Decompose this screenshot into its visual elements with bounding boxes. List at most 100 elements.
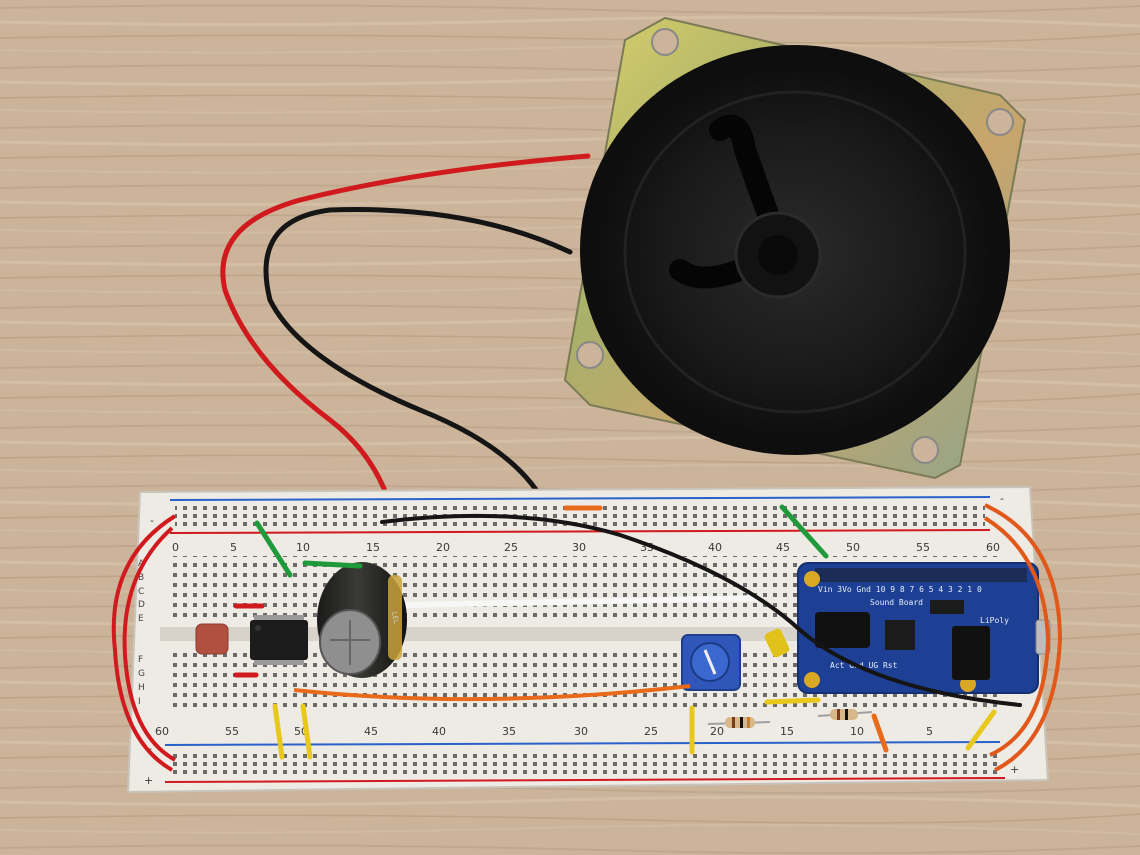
board-mount-hole — [804, 571, 820, 587]
lipoly-connector — [952, 626, 990, 680]
speaker-mount-hole — [911, 436, 939, 464]
orange-jumper-wire — [983, 516, 1051, 757]
ic-body — [250, 620, 308, 660]
resistor-band — [747, 717, 750, 728]
yellow-jumper-wire — [272, 703, 285, 760]
yellow-jumper-wire — [965, 709, 997, 751]
col-num: 55 — [225, 725, 239, 738]
resistor — [817, 709, 873, 720]
col-num: 0 — [172, 541, 179, 554]
red-jumper-wire — [122, 526, 176, 762]
col-num: 5 — [230, 541, 237, 554]
red-jumper-wire — [111, 514, 177, 772]
resistor-band — [845, 709, 848, 720]
rail-plus-sign: + — [1010, 763, 1019, 776]
orange-jumper-wire-long — [293, 684, 691, 702]
col-num: 60 — [155, 725, 169, 738]
resistor — [707, 717, 771, 728]
row-letter: D — [138, 600, 145, 610]
speaker-mount-hole — [986, 108, 1014, 136]
rail-minus-sign: - — [1000, 492, 1004, 505]
cap-stripe — [388, 575, 402, 660]
rail-holes-bottom — [172, 750, 997, 775]
ic-notch — [255, 625, 261, 631]
speaker-terminal-lead — [669, 259, 751, 289]
col-num: 5 — [926, 725, 933, 738]
rail-line-red-top — [169, 529, 991, 534]
speaker-center — [758, 235, 798, 275]
audio-chip — [885, 620, 915, 650]
rail-minus-sign: - — [150, 514, 154, 527]
rail-line-blue-bottom — [164, 741, 1001, 746]
col-num: 10 — [296, 541, 310, 554]
row-letter: F — [138, 655, 143, 665]
board-mount-hole — [804, 672, 820, 688]
row-letter: H — [138, 683, 145, 693]
board-lipoly-label: LiPoly — [980, 616, 1009, 625]
speaker-cone-ring — [623, 90, 967, 414]
speaker-black-wire — [263, 207, 573, 513]
row-letter: I — [138, 697, 141, 707]
electrolytic-capacitor: LEL — [317, 562, 407, 678]
ic-pins-bottom — [254, 660, 304, 665]
col-num: 55 — [916, 541, 930, 554]
col-num: 15 — [366, 541, 380, 554]
col-num: 50 — [846, 541, 860, 554]
board-pin-labels-top: Vin 3Vo Gnd 10 9 8 7 6 5 4 3 2 1 0 — [818, 585, 982, 594]
rail-plus-sign: + — [144, 774, 153, 787]
col-num: 35 — [502, 725, 516, 738]
col-num: 15 — [780, 725, 794, 738]
amplifier-ic — [250, 615, 308, 665]
row-letter: B — [138, 573, 144, 583]
yellow-jumper-wire — [764, 697, 821, 705]
ic-pins-top — [254, 615, 304, 620]
green-jumper-wire — [254, 520, 293, 578]
col-num: 30 — [574, 725, 588, 738]
col-num: 10 — [850, 725, 864, 738]
sound-board: Vin 3Vo Gnd 10 9 8 7 6 5 4 3 2 1 0 Sound… — [797, 562, 1051, 694]
col-num: 25 — [504, 541, 518, 554]
speaker-terminal-lead — [709, 114, 781, 231]
black-jumper-wire-long — [380, 513, 1022, 707]
green-jumper-wire — [302, 560, 363, 569]
speaker — [563, 16, 1027, 480]
board-pin-labels-bottom: Act Gnd UG Rst — [830, 661, 898, 670]
row-letter: C — [138, 587, 144, 597]
resistor-band — [837, 709, 840, 720]
orange-jumper-wire — [984, 503, 1063, 772]
col-num: 30 — [572, 541, 586, 554]
speaker-mount-hole — [651, 28, 679, 56]
rail-line-blue-top — [169, 496, 991, 501]
col-num: 20 — [710, 725, 724, 738]
rail-line-red-bottom — [164, 777, 1006, 783]
board-title: Sound Board — [870, 598, 923, 607]
rail-minus-sign: - — [148, 742, 152, 755]
pin-strip — [815, 568, 1027, 582]
memory-chip — [930, 600, 964, 614]
col-num: 45 — [364, 725, 378, 738]
col-num: 40 — [432, 725, 446, 738]
small-yellow-capacitor — [764, 628, 790, 658]
col-num: 25 — [644, 725, 658, 738]
white-wire — [402, 595, 763, 608]
column-numbers-top: 0 5 10 15 20 25 30 35 40 45 50 55 60 — [172, 541, 1000, 554]
speaker-mount-hole — [576, 341, 604, 369]
orange-jumper-wire-short — [871, 713, 889, 753]
cap-vent — [330, 620, 370, 665]
audio-jack — [815, 612, 870, 648]
pot-slot — [703, 649, 717, 675]
green-jumper-wire — [779, 504, 829, 559]
resistor-band — [740, 717, 743, 728]
col-num: 20 — [436, 541, 450, 554]
cap-marking: LEL — [390, 611, 400, 625]
pin-header-top — [815, 568, 1027, 582]
resistor-body — [830, 709, 858, 720]
potentiometer — [681, 634, 741, 691]
col-num: 40 — [708, 541, 722, 554]
row-letter: E — [138, 614, 144, 624]
col-num: 60 — [986, 541, 1000, 554]
row-letter: G — [138, 669, 145, 679]
ceramic-capacitor — [195, 623, 229, 655]
resistor-band — [732, 717, 735, 728]
